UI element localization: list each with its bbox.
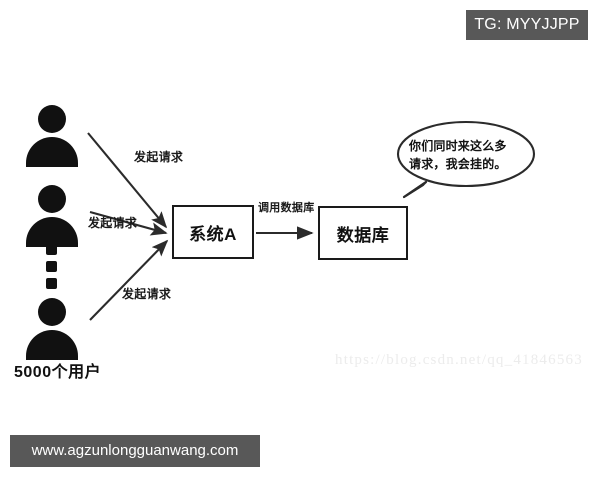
vertical-ellipsis-icon xyxy=(46,244,60,290)
user-head-icon xyxy=(38,298,66,326)
user-head-icon xyxy=(38,105,66,133)
edge-label-call-database: 调用数据库 xyxy=(258,202,315,214)
user-icon-middle xyxy=(24,185,80,247)
user-body-icon xyxy=(26,137,78,167)
edge-label-request-1: 发起请求 xyxy=(134,150,184,164)
tag-badge: TG: MYYJJPP xyxy=(466,10,588,40)
speech-bubble-line-1: 你们同时来这么多 xyxy=(409,139,507,153)
speech-bubble-text: 你们同时来这么多 请求，我会挂的。 xyxy=(409,137,525,173)
arrow-request-3 xyxy=(89,239,169,321)
node-database[interactable]: 数据库 xyxy=(318,206,408,260)
user-body-icon xyxy=(26,217,78,247)
node-system-a[interactable]: 系统A xyxy=(172,205,254,259)
node-database-label: 数据库 xyxy=(336,225,390,245)
user-icon-bottom xyxy=(24,298,80,360)
edge-label-request-3: 发起请求 xyxy=(122,287,172,301)
ellipsis-dot xyxy=(46,261,57,272)
speech-bubble-line-2: 请求，我会挂的。 xyxy=(409,157,507,171)
source-watermark: https://blog.csdn.net/qq_41846563 xyxy=(335,352,583,368)
edge-label-request-2: 发起请求 xyxy=(88,216,138,230)
ellipsis-dot xyxy=(46,244,57,255)
site-banner: www.agzunlongguanwang.com xyxy=(10,435,260,467)
user-body-icon xyxy=(26,330,78,360)
node-system-a-label: 系统A xyxy=(189,224,237,244)
users-count-label: 5000个用户 xyxy=(14,364,102,381)
user-icon-top xyxy=(24,105,80,167)
ellipsis-dot xyxy=(46,278,57,289)
user-head-icon xyxy=(38,185,66,213)
